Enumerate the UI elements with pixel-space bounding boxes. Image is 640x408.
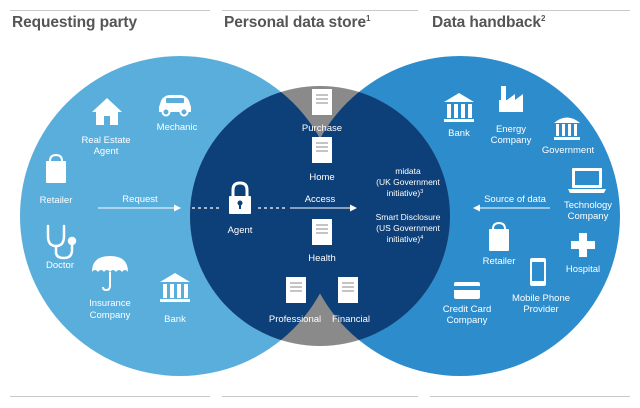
mobile-phone-provider-label-1: Mobile Phone — [512, 293, 570, 304]
doctor-label: Doctor — [46, 260, 74, 271]
header-rule-middle — [222, 10, 418, 11]
smart-disclosure-line-2: (US Government — [376, 223, 440, 233]
technology-company-label-1: Technology — [564, 200, 612, 211]
header-rule-right — [430, 10, 630, 11]
mechanic-label: Mechanic — [157, 122, 198, 133]
purchase-document-icon — [312, 89, 332, 115]
bank-icon — [444, 93, 474, 122]
energy-company-label-2: Company — [491, 135, 532, 146]
shopping-bag-icon — [489, 221, 509, 251]
mobile-phone-icon — [530, 258, 546, 286]
insurance-company-label-1: Insurance — [89, 298, 131, 309]
footer-rule-middle — [222, 396, 418, 397]
lock-icon — [229, 181, 251, 214]
midata-line-2: (UK Government — [376, 177, 440, 187]
car-icon — [159, 95, 191, 117]
agent-label: Agent — [228, 225, 253, 236]
home-document-icon — [312, 137, 332, 163]
retailer-right-label: Retailer — [483, 256, 516, 267]
professional-document-icon — [286, 277, 306, 303]
house-icon — [92, 98, 122, 125]
bank-left-label: Bank — [164, 314, 186, 325]
credit-card-icon — [454, 282, 480, 299]
shopping-bag-icon — [46, 153, 66, 183]
professional-label: Professional — [269, 314, 321, 325]
real-estate-agent-label-2: Agent — [94, 146, 119, 157]
footer-rule-right — [430, 396, 630, 397]
umbrella-icon — [92, 256, 128, 292]
request-arrow-label: Request — [122, 194, 158, 205]
header-rule-left — [10, 10, 210, 11]
technology-company-label-2: Company — [568, 211, 609, 222]
credit-card-company-label-2: Company — [447, 315, 488, 326]
smart-disclosure-line-3: initiative)4 — [387, 234, 424, 244]
header-requesting-party: Requesting party — [12, 14, 138, 31]
government-building-icon — [554, 117, 580, 140]
source-of-data-label: Source of data — [484, 194, 547, 205]
initiatives-overlap — [300, 86, 450, 346]
insurance-company-label-2: Company — [90, 310, 131, 321]
health-document-icon — [312, 219, 332, 245]
medical-cross-icon — [571, 233, 595, 257]
mobile-phone-provider-label-2: Provider — [523, 304, 558, 315]
health-label: Health — [308, 253, 335, 264]
midata-line-3: initiative)3 — [387, 188, 424, 198]
header-personal-data-store: Personal data store1 — [224, 13, 371, 31]
smart-disclosure-line-1: Smart Disclosure — [376, 212, 441, 222]
hospital-label: Hospital — [566, 264, 600, 275]
bank-icon — [160, 273, 190, 302]
energy-company-label-1: Energy — [496, 124, 526, 135]
midata-line-1: midata — [395, 166, 421, 176]
laptop-icon — [568, 168, 606, 193]
real-estate-agent-label-1: Real Estate — [81, 135, 130, 146]
purchase-label: Purchase — [302, 123, 342, 134]
footer-rule-left — [10, 396, 210, 397]
retailer-left-label: Retailer — [40, 195, 73, 206]
credit-card-company-label-1: Credit Card — [443, 304, 492, 315]
bank-right-label: Bank — [448, 128, 470, 139]
header-data-handback: Data handback2 — [432, 13, 546, 31]
home-label: Home — [309, 172, 334, 183]
stethoscope-icon — [46, 224, 77, 260]
financial-document-icon — [338, 277, 358, 303]
government-label: Government — [542, 145, 595, 156]
financial-label: Financial — [332, 314, 370, 325]
access-arrow-label: Access — [305, 194, 336, 205]
factory-icon — [499, 86, 523, 112]
